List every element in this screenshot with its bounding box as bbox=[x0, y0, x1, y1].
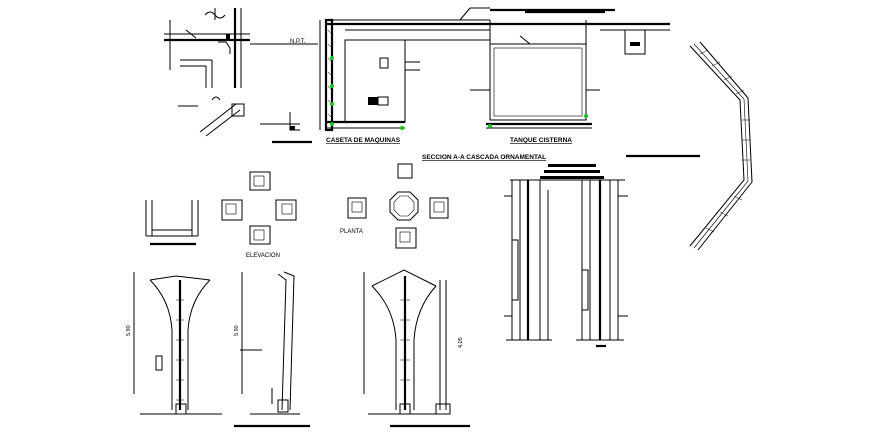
u-channel-detail bbox=[145, 200, 199, 246]
column-plan-details-left bbox=[221, 171, 297, 245]
column-elevation-3 bbox=[363, 269, 470, 428]
caseta-title: CASETA DE MAQUINAS bbox=[326, 137, 401, 144]
dim-mid: 5.90 bbox=[234, 325, 240, 336]
column-elevation-2 bbox=[234, 271, 310, 428]
tanque-title: TANQUE CISTERNA bbox=[510, 137, 572, 144]
curved-wall-plan bbox=[626, 41, 753, 251]
seccion-title: SECCION A-A CASCADA ORNAMENTAL bbox=[422, 154, 546, 161]
column-elevation-1 bbox=[133, 272, 222, 415]
caseta-de-maquinas-section bbox=[319, 18, 670, 132]
planta-label: PLANTA bbox=[340, 229, 363, 235]
top-left-connection-detail bbox=[164, 8, 318, 88]
dim-right: 4.05 bbox=[458, 337, 464, 348]
rebar-detail-left bbox=[178, 96, 312, 144]
column-plan-details-right bbox=[347, 163, 449, 249]
tanque-cisterna-section bbox=[459, 7, 670, 129]
npt-label: N.P.T. bbox=[290, 39, 306, 45]
elevacion-label: ELEVACION bbox=[246, 253, 280, 259]
cascada-section bbox=[504, 164, 628, 348]
dim-left: 5.90 bbox=[126, 325, 132, 336]
